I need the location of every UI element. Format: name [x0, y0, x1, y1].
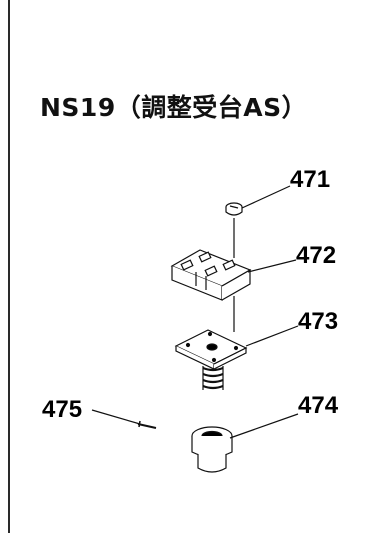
bracket-block-icon — [170, 249, 252, 301]
page-border-line — [8, 0, 10, 533]
part-number-472: 472 — [296, 242, 337, 269]
part-number-471: 471 — [290, 166, 331, 193]
leader-line-472 — [247, 259, 297, 273]
plate-with-spring-icon — [174, 329, 248, 390]
leader-line-474 — [229, 413, 299, 439]
diagram-title: NS19（調整受台AS） — [40, 93, 308, 122]
leader-line-475 — [91, 409, 141, 425]
part-number-475: 475 — [42, 396, 83, 423]
pin-icon — [137, 420, 157, 429]
leader-line-473 — [245, 325, 299, 347]
part-number-474: 474 — [298, 392, 339, 419]
screw-icon — [225, 202, 243, 216]
part-number-473: 473 — [298, 308, 339, 335]
leader-line-471 — [241, 185, 291, 209]
bushing-icon — [191, 426, 233, 473]
